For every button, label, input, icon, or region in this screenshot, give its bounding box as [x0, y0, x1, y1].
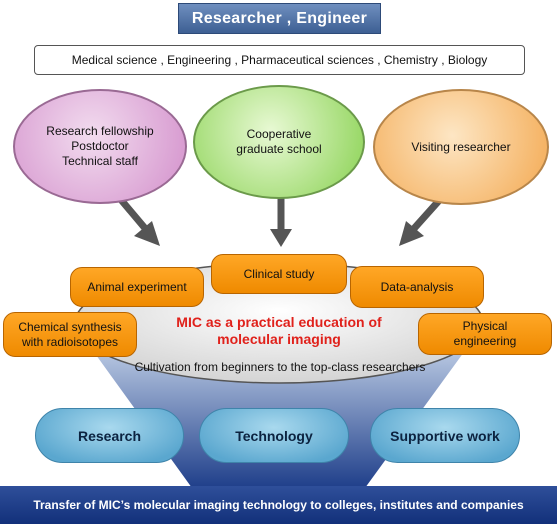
- pill-line: Physical: [462, 319, 508, 333]
- pill-data-analysis: Data-analysis: [350, 266, 484, 308]
- pill-line: with radioisotopes: [21, 334, 119, 349]
- pill-chemical-synthesis: Chemical synthesis with radioisotopes: [3, 312, 137, 357]
- oval-line: Research fellowship: [46, 124, 154, 138]
- oval-line: graduate school: [236, 142, 322, 156]
- mic-title-line: MIC as a practical education of: [176, 314, 382, 330]
- arrow-left: [114, 192, 160, 246]
- fields-box: Medical science , Engineering , Pharmace…: [34, 45, 525, 75]
- oval-line: Technical staff: [62, 154, 138, 168]
- oval-cooperative-graduate-school: Cooperative graduate school: [193, 85, 365, 199]
- pill-line: Chemical synthesis: [18, 319, 122, 334]
- pill-line: engineering: [453, 334, 517, 348]
- oval-research-fellowship: Research fellowship Postdoctor Technical…: [13, 89, 187, 204]
- output-technology: Technology: [199, 408, 349, 463]
- output-research: Research: [35, 408, 184, 463]
- arrow-center: [270, 196, 292, 247]
- header-title: Researcher , Engineer: [178, 3, 381, 34]
- pill-physical-engineering: Physical engineering: [418, 313, 552, 355]
- output-supportive-work: Supportive work: [370, 408, 520, 463]
- oval-line: Visiting researcher: [411, 139, 511, 154]
- mic-title: MIC as a practical education of molecula…: [150, 314, 408, 348]
- cultivation-text: Cultivation from beginners to the top-cl…: [134, 360, 426, 374]
- footer-banner: Transfer of MIC’s molecular imaging tech…: [0, 486, 557, 524]
- mic-title-line: molecular imaging: [217, 331, 341, 347]
- oval-line: Postdoctor: [71, 139, 129, 153]
- oval-line: Cooperative: [246, 127, 312, 141]
- pill-animal-experiment: Animal experiment: [70, 267, 204, 307]
- oval-visiting-researcher: Visiting researcher: [373, 89, 549, 205]
- pill-clinical-study: Clinical study: [211, 254, 347, 294]
